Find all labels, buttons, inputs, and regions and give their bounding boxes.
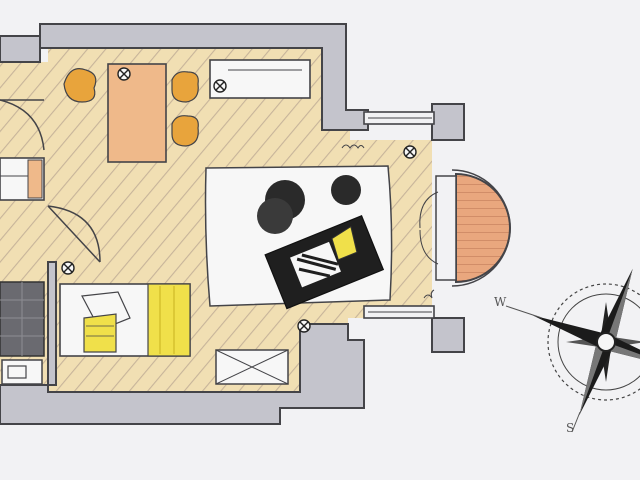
storage-box: [215, 349, 289, 385]
circle-cross-icon: [117, 67, 131, 81]
wall-right-bottom: [431, 317, 465, 353]
circle-cross-icon: [61, 261, 75, 275]
plant-top: [341, 144, 365, 149]
wall-upper-left: [0, 35, 41, 63]
compass-rose-icon: [505, 268, 640, 433]
balcony-rail: [451, 169, 511, 287]
cushion: [331, 225, 358, 261]
balcony-door-swing-top: [419, 191, 439, 229]
pillow-2: [83, 313, 117, 353]
desk: [107, 63, 167, 163]
balcony: [419, 169, 511, 287]
door-swing-lower: [47, 205, 101, 263]
circle-cross-icon: [403, 145, 417, 159]
compass-south-label: S: [566, 421, 574, 435]
light-fixtures: [61, 67, 417, 333]
door-swing-top: [0, 99, 45, 151]
wall-bottom: [0, 323, 365, 425]
plants: [341, 144, 435, 299]
compass-west-label: W: [494, 295, 507, 309]
side-table: [331, 175, 361, 205]
stool-2: [257, 198, 293, 234]
bed: [59, 283, 191, 357]
lounge-area: [204, 165, 393, 310]
balcony-door-swing-bottom: [419, 229, 439, 265]
door-leaf-lower: [47, 205, 101, 263]
wardrobe: [0, 157, 45, 201]
balcony-door-frame: [435, 175, 457, 281]
windows: [363, 111, 435, 319]
bed-blanket: [147, 283, 191, 357]
entry-door: [0, 99, 101, 263]
circle-cross-icon: [297, 319, 311, 333]
lounge-chair: [264, 215, 385, 310]
toilet: [1, 359, 43, 385]
wall-left-column: [47, 261, 57, 386]
armchair-left: [63, 68, 97, 103]
chair-right-bottom: [171, 115, 199, 147]
wall-top: [39, 23, 369, 131]
chair-right-top: [171, 71, 199, 103]
sideboard: [209, 59, 311, 99]
desk-area: [63, 59, 311, 163]
walls: [0, 23, 465, 425]
wall-right-top: [431, 103, 465, 141]
bathroom: [0, 281, 45, 385]
circle-cross-icon: [213, 79, 227, 93]
plant-bottom: [423, 289, 435, 299]
